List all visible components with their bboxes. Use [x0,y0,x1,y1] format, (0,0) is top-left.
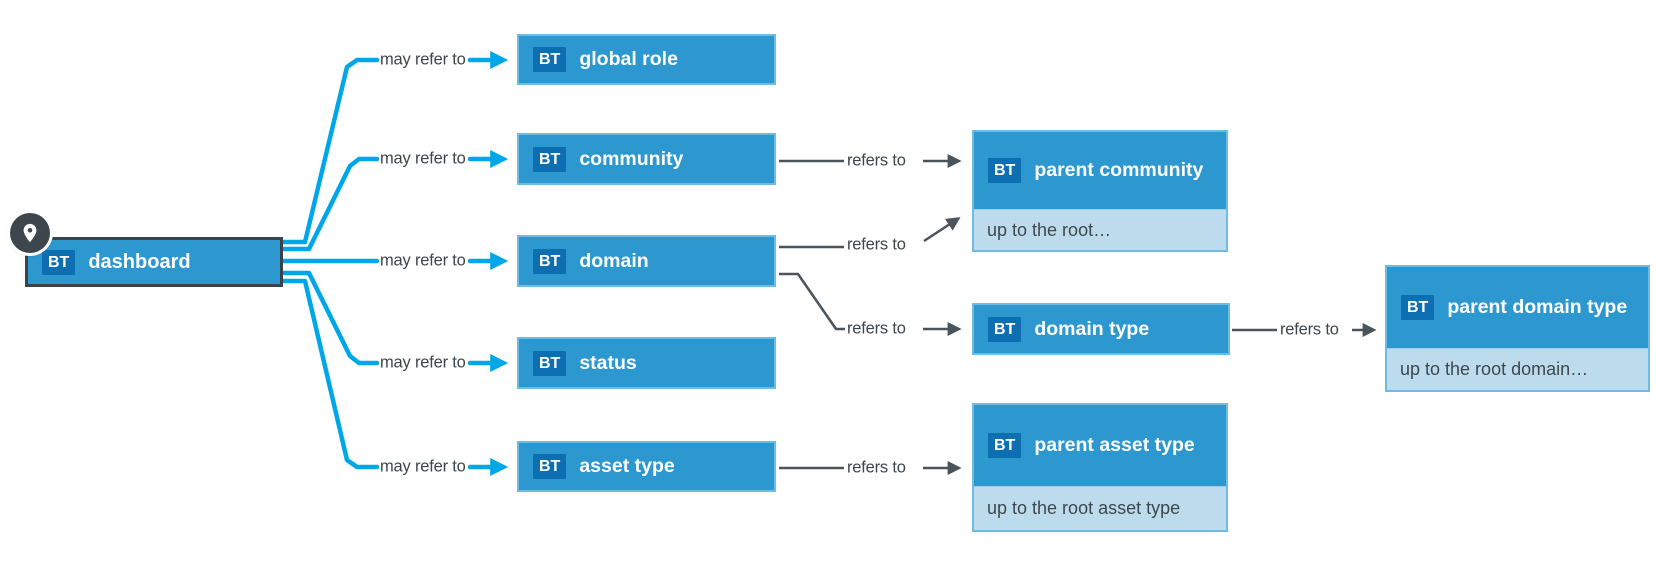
node-label: parent community [1034,159,1204,182]
asset-type-badge: BT [1401,295,1435,320]
current-asset-pin [10,213,50,253]
asset-type-badge: BT [988,316,1022,342]
asset-type-badge: BT [42,249,76,275]
edge-label-may-refer-to: may refer to [380,251,466,270]
arrow-domain-parent-community [923,217,961,243]
node-label: domain type [1034,317,1150,340]
node-label: dashboard [88,250,191,273]
node-label: parent domain type [1447,296,1628,319]
node-label: status [579,351,637,374]
edge-label-may-refer-to: may refer to [380,50,466,69]
node-header: BT parent asset type [974,405,1226,486]
edge-label-may-refer-to: may refer to [380,457,466,476]
node-header: BT parent domain type [1387,267,1648,348]
node-note: up to the root domain… [1387,348,1648,390]
node-dashboard[interactable]: BT dashboard [25,237,283,287]
edge-label-refers-to: refers to [1280,320,1339,339]
edge-dashboard-status [281,270,380,366]
node-label: domain [579,249,649,272]
asset-type-badge: BT [533,350,567,376]
location-pin-icon [23,223,37,243]
node-domain[interactable]: BT domain [517,235,776,287]
node-note: up to the root… [974,209,1226,250]
node-community[interactable]: BT community [517,133,776,185]
edge-dashboard-global-role [281,57,380,245]
node-label: asset type [579,455,675,478]
node-domain-type[interactable]: BT domain type [972,303,1230,355]
edge-dashboard-community [281,156,380,252]
edge-domain-domain-type [779,272,845,331]
node-asset-type[interactable]: BT asset type [517,441,776,492]
node-parent-asset-type[interactable]: BT parent asset type up to the root asse… [972,403,1228,532]
node-label: parent asset type [1034,434,1195,457]
edge-label-may-refer-to: may refer to [380,149,466,168]
asset-type-badge: BT [533,47,567,72]
edge-label-refers-to: refers to [847,319,906,338]
asset-type-badge: BT [533,146,567,172]
asset-type-badge: BT [533,248,567,274]
node-label: global role [579,48,678,71]
node-status[interactable]: BT status [517,337,776,389]
edge-label-may-refer-to: may refer to [380,353,466,372]
node-parent-community[interactable]: BT parent community up to the root… [972,130,1228,252]
asset-type-badge: BT [533,454,567,479]
node-global-role[interactable]: BT global role [517,34,776,85]
node-label: community [579,147,684,170]
edge-label-refers-to: refers to [847,151,906,170]
node-note: up to the root asset type [974,486,1226,530]
node-parent-domain-type[interactable]: BT parent domain type up to the root dom… [1385,265,1650,392]
edge-dashboard-asset-type [281,278,380,470]
edge-label-refers-to: refers to [847,235,906,254]
node-header: BT parent community [974,132,1226,209]
edge-label-refers-to: refers to [847,458,906,477]
asset-type-badge: BT [988,158,1022,183]
asset-type-badge: BT [988,433,1022,458]
